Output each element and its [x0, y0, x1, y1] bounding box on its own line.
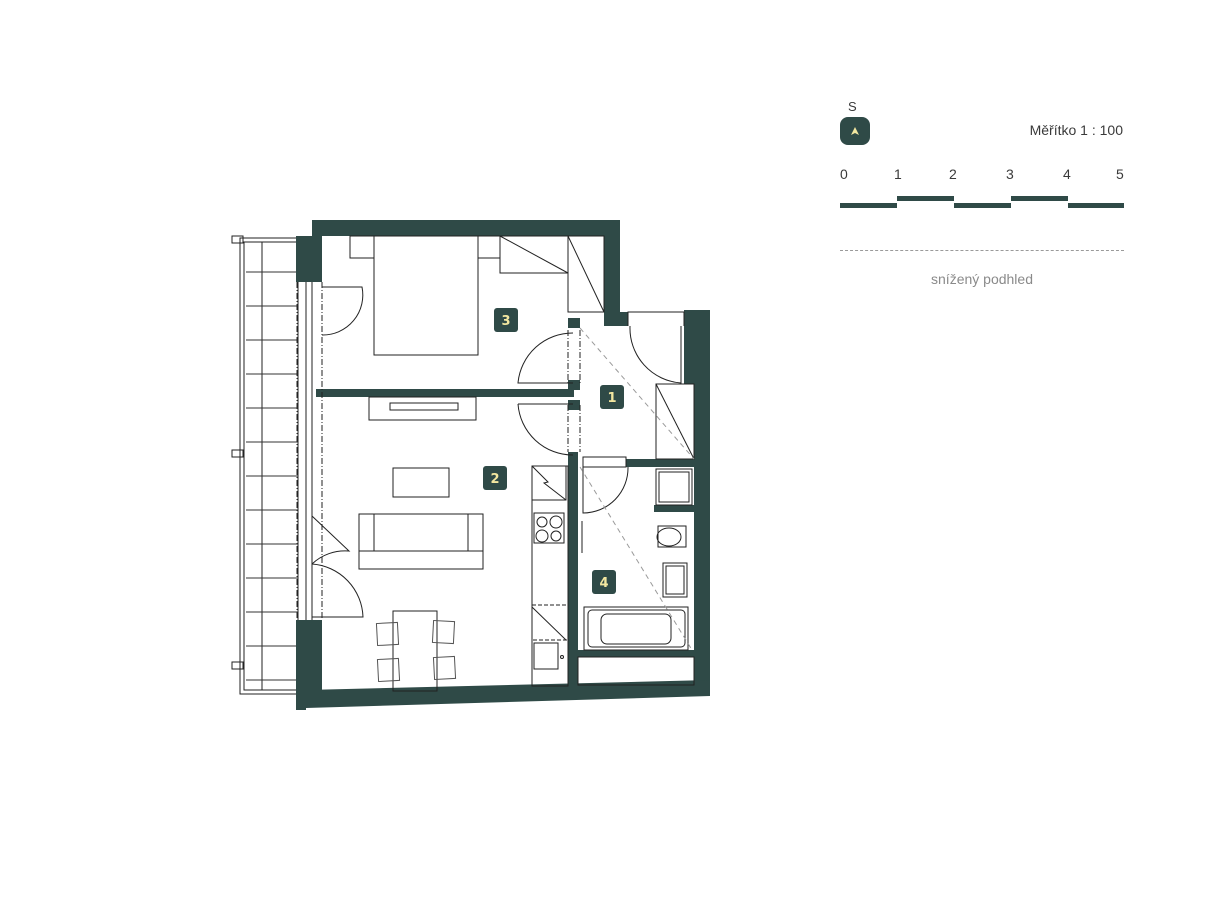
scale-tick: 2	[949, 166, 957, 182]
north-arrow-icon	[840, 117, 870, 145]
svg-text:1: 1	[607, 391, 616, 406]
svg-text:2: 2	[490, 472, 499, 487]
scale-tick: 5	[1116, 166, 1124, 182]
scale-tick: 0	[840, 166, 848, 182]
scale-tick: 4	[1063, 166, 1071, 182]
svg-text:4: 4	[599, 576, 608, 591]
walls	[296, 220, 710, 710]
balcony	[231, 235, 299, 695]
room-label-3: 3	[494, 308, 518, 332]
ceiling-legend-line	[840, 250, 1124, 251]
room-label-2: 2	[483, 466, 507, 490]
scale-title: Měřítko 1 : 100	[1029, 122, 1123, 138]
interior-lines	[305, 235, 695, 692]
ceiling-legend-label: snížený podhled	[931, 271, 1033, 287]
room-label-4: 4	[592, 570, 616, 594]
legend: S Měřítko 1 : 100 0 1 2 3 4 5 snížený po…	[838, 96, 1126, 296]
scale-bar	[840, 196, 1124, 208]
scale-tick: 1	[894, 166, 902, 182]
scale-tick: 3	[1006, 166, 1014, 182]
room-label-1: 1	[600, 385, 624, 409]
svg-text:3: 3	[501, 314, 510, 329]
north-label: S	[848, 99, 857, 114]
